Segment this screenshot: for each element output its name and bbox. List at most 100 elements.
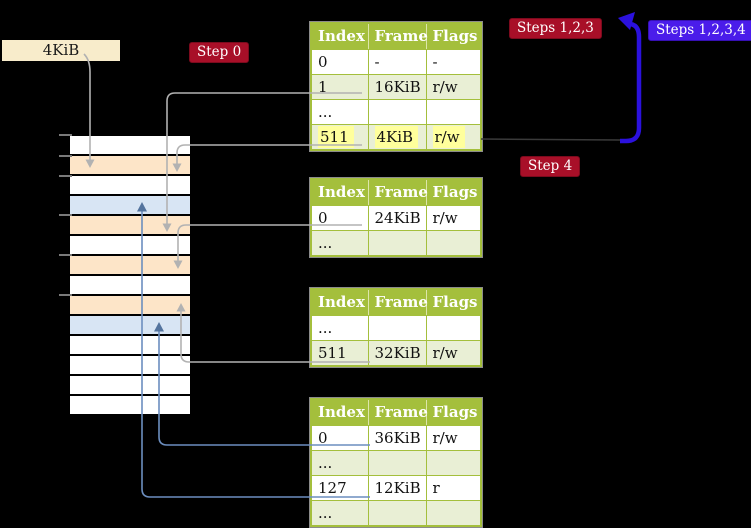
highlight: 4KiB	[374, 126, 419, 148]
cell-index: 0	[310, 425, 369, 451]
memory-tick	[59, 294, 72, 296]
step0-badge: Step 0	[189, 42, 250, 63]
highlight: r/w	[432, 126, 465, 148]
link-511-to-loop	[480, 138, 621, 141]
cell-flags	[425, 450, 482, 476]
table-row: 127 12KiB r	[310, 475, 482, 501]
cell-index: 0	[310, 205, 369, 231]
cell-index: 511	[310, 340, 369, 367]
memory-tick	[59, 214, 72, 216]
memory-tick	[59, 254, 72, 256]
col-header-index: Index	[311, 399, 368, 426]
cell-index: 1	[310, 74, 369, 100]
cell-index: ...	[310, 450, 369, 476]
physical-memory-column	[70, 136, 190, 416]
memory-tick	[59, 175, 72, 177]
cell-index: ...	[310, 99, 369, 125]
table-row: 0 36KiB r/w	[310, 425, 482, 451]
cell-flags	[425, 230, 482, 257]
table-row: ...	[310, 500, 482, 527]
table-header-row: Index Frame Flags	[311, 289, 481, 316]
cell-index: ...	[310, 500, 369, 527]
cell-flags: r/w	[425, 205, 482, 231]
arrowhead-left-blue	[618, 12, 635, 30]
cell-index: 511	[310, 124, 369, 151]
cell-frame: -	[367, 49, 427, 75]
cell-flags	[425, 99, 482, 125]
memory-tick	[59, 155, 72, 157]
steps1234-badge: Steps 1,2,3,4	[648, 20, 751, 41]
table-header-row: Index Frame Flags	[311, 399, 481, 426]
cell-flags	[425, 315, 482, 341]
table-row: ...	[310, 450, 482, 476]
col-header-frame: Frame	[367, 399, 428, 426]
recursive-loop-arrow	[620, 21, 642, 144]
page-table-level2: Index Frame Flags ... 511 32KiB r/w	[309, 287, 483, 368]
cell-frame: 36KiB	[367, 425, 427, 451]
table-row: ...	[310, 315, 482, 341]
memory-frame-row	[70, 336, 190, 356]
memory-frame-row	[70, 256, 190, 276]
highlight: 511	[318, 126, 354, 148]
memory-frame-row	[70, 236, 190, 256]
cell-flags: r/w	[425, 425, 482, 451]
table-row: 0 24KiB r/w	[310, 205, 482, 231]
cell-frame: 24KiB	[367, 205, 427, 231]
memory-frame-row	[70, 216, 190, 236]
cell-frame: 4KiB	[367, 124, 427, 151]
memory-frame-row	[70, 376, 190, 396]
cell-index: ...	[310, 315, 369, 341]
col-header-flags: Flags	[425, 399, 481, 426]
col-header-index: Index	[311, 23, 368, 50]
cell-frame	[367, 99, 427, 125]
table-row: 511 32KiB r/w	[310, 340, 482, 367]
cell-flags: r	[425, 475, 482, 501]
col-header-flags: Flags	[425, 23, 481, 50]
memory-frame-row	[70, 176, 190, 196]
cell-index: ...	[310, 230, 369, 257]
cell-flags: r/w	[425, 74, 482, 100]
table-header-row: Index Frame Flags	[311, 23, 481, 50]
memory-frame-row	[70, 156, 190, 176]
step4-badge: Step 4	[520, 156, 581, 177]
table-header-row: Index Frame Flags	[311, 179, 481, 206]
page-table-level4: Index Frame Flags 0 - - 1 16KiB r/w ... …	[309, 21, 483, 152]
col-header-frame: Frame	[367, 179, 428, 206]
memory-frame-row	[70, 296, 190, 316]
cell-frame	[367, 450, 427, 476]
frame-size-label: 4KiB	[2, 40, 120, 61]
memory-frame-row	[70, 356, 190, 376]
col-header-index: Index	[311, 289, 368, 316]
table-row: ...	[310, 99, 482, 125]
cell-flags: r/w	[425, 340, 482, 367]
cell-flags	[425, 500, 482, 527]
col-header-frame: Frame	[367, 289, 428, 316]
page-table-level3: Index Frame Flags 0 24KiB r/w ...	[309, 177, 483, 258]
cell-frame	[367, 315, 427, 341]
col-header-index: Index	[311, 179, 368, 206]
table-row: ...	[310, 230, 482, 257]
col-header-frame: Frame	[367, 23, 428, 50]
memory-frame-row	[70, 316, 190, 336]
cell-index: 0	[310, 49, 369, 75]
col-header-flags: Flags	[425, 179, 481, 206]
memory-tick	[59, 134, 72, 136]
page-table-level1: Index Frame Flags 0 36KiB r/w ... 127 12…	[309, 397, 483, 528]
col-header-flags: Flags	[425, 289, 481, 316]
memory-frame-row	[70, 276, 190, 296]
steps123-badge: Steps 1,2,3	[509, 18, 602, 39]
table-row: 1 16KiB r/w	[310, 74, 482, 100]
cell-index: 127	[310, 475, 369, 501]
table-row-highlighted: 511 4KiB r/w	[310, 124, 482, 151]
cell-frame	[367, 500, 427, 527]
cell-flags: r/w	[425, 124, 482, 151]
cell-frame: 16KiB	[367, 74, 427, 100]
cell-flags: -	[425, 49, 482, 75]
memory-frame-row	[70, 396, 190, 416]
table-row: 0 - -	[310, 49, 482, 75]
cell-frame	[367, 230, 427, 257]
memory-frame-row	[70, 136, 190, 156]
cell-frame: 12KiB	[367, 475, 427, 501]
cell-frame: 32KiB	[367, 340, 427, 367]
memory-frame-row	[70, 196, 190, 216]
